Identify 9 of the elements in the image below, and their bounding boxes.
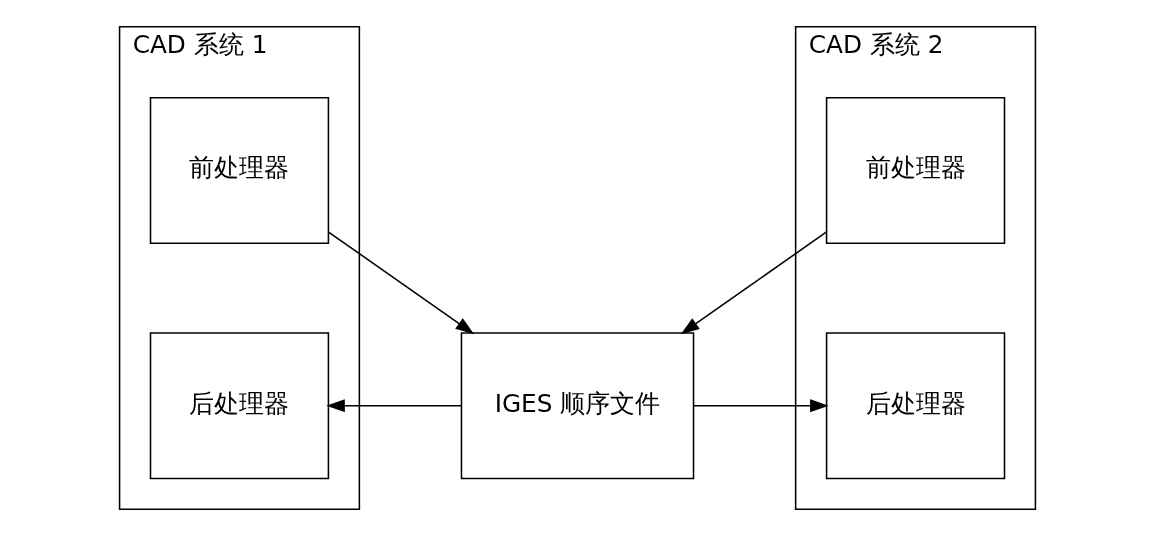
arrow [327,231,475,335]
arrow [680,231,828,335]
node-box: 前处理器 [149,97,330,245]
node-box: 后处理器 [825,332,1006,480]
node-box: IGES 顺序文件 [460,332,695,480]
node-box: 前处理器 [825,97,1006,245]
node-box: 后处理器 [149,332,330,480]
arrow [693,399,829,413]
arrow [326,399,462,413]
